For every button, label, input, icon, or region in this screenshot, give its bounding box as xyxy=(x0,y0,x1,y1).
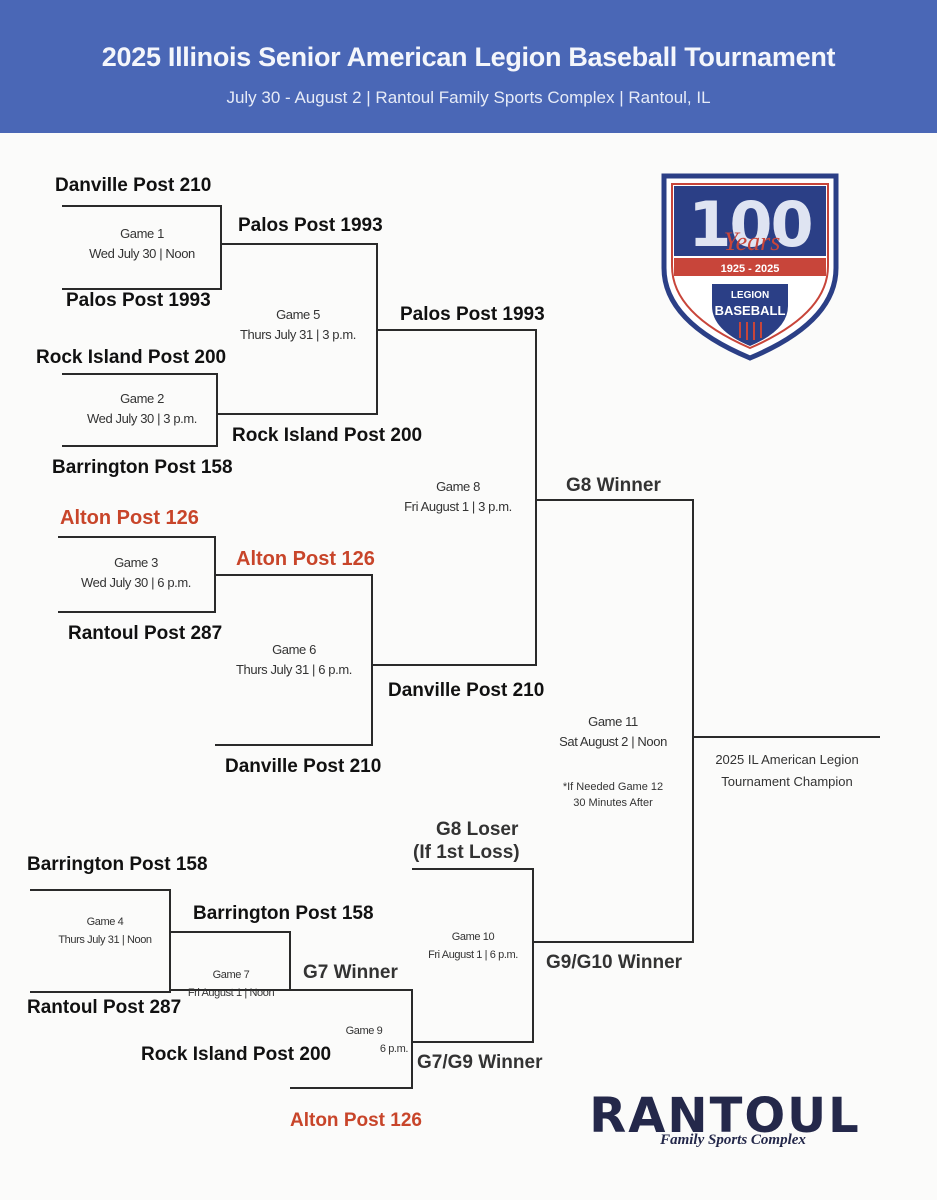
game-7-info: Game 7 Fri August 1 | Noon xyxy=(174,966,288,1002)
logo-range: 1925 - 2025 xyxy=(721,263,780,275)
game-8-info: Game 8 Fri August 1 | 3 p.m. xyxy=(388,477,528,517)
shield-badge xyxy=(712,284,788,346)
bracket-line-game9 xyxy=(290,989,413,1089)
label-g8-loser: G8 Loser xyxy=(436,819,519,840)
bracket-line-game4 xyxy=(30,889,171,993)
game-2-info: Game 2 Wed July 30 | 3 p.m. xyxy=(72,389,212,429)
logo-stripes-icon xyxy=(739,322,762,340)
game-1-name: Game 1 xyxy=(120,226,164,241)
game-3-time: Wed July 30 | 6 p.m. xyxy=(80,575,192,590)
team-g9-lower: Alton Post 126 xyxy=(290,1110,422,1131)
team-g2-winner: Rock Island Post 200 xyxy=(232,425,423,446)
label-g9g10-winner: G9/G10 Winner xyxy=(546,952,683,973)
label-g7g9-winner: G7/G9 Winner xyxy=(417,1052,543,1073)
bracket-line-game7 xyxy=(170,931,291,991)
game-1-time: Wed July 30 | Noon xyxy=(89,246,195,261)
game-4-time: Thurs July 31 | Noon xyxy=(58,934,152,946)
rantoul-logo-name: RANTOUL xyxy=(589,1088,861,1144)
logo-baseball: BASEBALL xyxy=(715,303,786,318)
team-g3-top: Alton Post 126 xyxy=(60,507,199,529)
bracket-line-game6 xyxy=(215,574,373,746)
team-g5-winner: Palos Post 1993 xyxy=(400,304,545,325)
rantoul-logo-tagline: Family Sports Complex xyxy=(660,1132,806,1148)
game-12-note: *If Needed Game 12 30 Minutes After xyxy=(548,779,678,811)
team-g1-winner: Palos Post 1993 xyxy=(238,215,383,236)
game-6-name: Game 6 xyxy=(272,642,316,657)
game-2-time: Wed July 30 | 3 p.m. xyxy=(86,411,198,426)
champion-line1: 2025 IL American Legion xyxy=(715,752,859,767)
game-6-info: Game 6 Thurs July 31 | 6 p.m. xyxy=(224,640,364,680)
game-4-info: Game 4 Thurs July 31 | Noon xyxy=(45,913,165,949)
game-9-time: 6 p.m. xyxy=(379,1043,409,1055)
team-g2-bottom: Barrington Post 158 xyxy=(52,457,233,478)
game-7-time: Fri August 1 | Noon xyxy=(187,987,275,999)
game-12-note-line1: *If Needed Game 12 xyxy=(562,781,664,793)
game-6-time: Thurs July 31 | 6 p.m. xyxy=(236,662,352,677)
bracket-line-game2 xyxy=(62,373,218,447)
champion-line2: Tournament Champion xyxy=(721,774,853,789)
game-11-time: Sat August 2 | Noon xyxy=(559,734,667,749)
bracket-line-game1 xyxy=(62,205,222,290)
bracket-line-game8 xyxy=(372,329,537,666)
team-g3-bottom: Rantoul Post 287 xyxy=(68,623,223,644)
logo-big-number: 100 xyxy=(688,188,811,261)
game-5-name: Game 5 xyxy=(276,307,320,322)
game-8-name: Game 8 xyxy=(436,479,480,494)
shield-top-band xyxy=(674,186,826,256)
team-g2-top: Rock Island Post 200 xyxy=(36,347,227,368)
game-8-time: Fri August 1 | 3 p.m. xyxy=(404,499,512,514)
game-9-name: Game 9 xyxy=(345,1025,383,1037)
team-g6-bottom: Danville Post 210 xyxy=(225,756,382,777)
page-header: 2025 Illinois Senior American Legion Bas… xyxy=(0,0,937,133)
team-g4-top: Barrington Post 158 xyxy=(27,854,208,875)
team-g3-winner: Alton Post 126 xyxy=(236,548,375,570)
game-11-name: Game 11 xyxy=(588,714,638,729)
team-g4-winner: Barrington Post 158 xyxy=(193,903,374,924)
champion-label: 2025 IL American Legion Tournament Champ… xyxy=(698,749,876,793)
logo-years: Years xyxy=(724,227,781,256)
rantoul-sports-complex-logo: RANTOUL Family Sports Complex xyxy=(585,1088,865,1158)
game-1-info: Game 1 Wed July 30 | Noon xyxy=(72,224,212,264)
game-12-note-line2: 30 Minutes After xyxy=(573,797,653,809)
bracket-line-game10 xyxy=(412,868,534,1043)
game-7-name: Game 7 xyxy=(212,969,250,981)
label-g7-winner: G7 Winner xyxy=(303,962,398,983)
page-subtitle: July 30 - August 2 | Rantoul Family Spor… xyxy=(226,88,711,107)
game-9-info: Game 9 6 p.m. xyxy=(320,1022,409,1058)
label-g8-winner: G8 Winner xyxy=(566,475,661,496)
label-g8-loser-condition: (If 1st Loss) xyxy=(413,842,520,863)
team-g6-winner: Danville Post 210 xyxy=(388,680,545,701)
page-title: 2025 Illinois Senior American Legion Bas… xyxy=(101,42,836,72)
team-g1-top: Danville Post 210 xyxy=(55,175,212,196)
game-5-time: Thurs July 31 | 3 p.m. xyxy=(240,327,356,342)
legion-100-years-logo: 100 Years 1925 - 2025 LEGION BASEBALL xyxy=(661,173,839,361)
game-3-info: Game 3 Wed July 30 | 6 p.m. xyxy=(66,553,206,593)
game-2-name: Game 2 xyxy=(120,391,164,406)
game-10-time: Fri August 1 | 6 p.m. xyxy=(428,949,518,961)
game-10-info: Game 10 Fri August 1 | 6 p.m. xyxy=(414,928,532,964)
bracket-line-game11 xyxy=(533,499,694,943)
game-3-name: Game 3 xyxy=(114,555,158,570)
game-11-info: Game 11 Sat August 2 | Noon xyxy=(543,712,683,752)
shield-red-band xyxy=(674,258,826,276)
logo-legion: LEGION xyxy=(731,290,769,301)
game-4-name: Game 4 xyxy=(86,916,124,928)
team-g9-bottom: Rock Island Post 200 xyxy=(141,1044,332,1065)
team-g4-bottom: Rantoul Post 287 xyxy=(27,997,182,1018)
game-10-name: Game 10 xyxy=(451,931,495,943)
team-g1-bottom: Palos Post 1993 xyxy=(66,290,211,311)
game-5-info: Game 5 Thurs July 31 | 3 p.m. xyxy=(228,305,368,345)
